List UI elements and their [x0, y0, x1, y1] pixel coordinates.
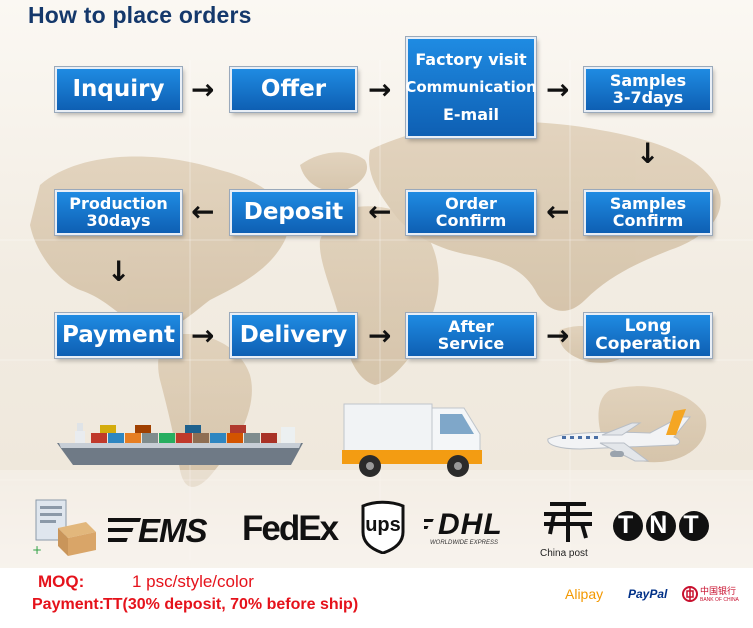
step-deposit: Deposit	[230, 190, 357, 235]
step-factory-visit: Factory visit Communication E-mail	[405, 37, 537, 138]
step-order-confirm-label-1: Order	[445, 193, 497, 213]
arrow-right-icon: →	[191, 73, 215, 106]
bank-of-china-logo: 中国银行	[700, 587, 737, 597]
step-samples: Samples 3-7days	[584, 67, 712, 112]
payment-terms-label: Payment:	[32, 596, 105, 613]
step-offer-label: Offer	[260, 76, 327, 103]
payment-terms-value: TT(30% deposit, 70% before ship)	[103, 596, 359, 613]
arrow-right-icon: →	[368, 319, 392, 352]
step-production-label-1: Production	[69, 193, 168, 213]
step-samples-label-2: 3-7days	[612, 87, 684, 107]
tnt-logo-text: TNT	[618, 511, 715, 539]
dhl-logo-text: DHL	[438, 508, 503, 541]
arrow-left-icon: ←	[368, 195, 392, 228]
arrow-left-icon: ←	[546, 195, 570, 228]
step-order-confirm: Order Confirm	[406, 190, 536, 235]
tnt-logo: TNT	[610, 508, 712, 544]
arrow-right-icon: →	[191, 319, 215, 352]
arrow-right-icon: →	[546, 319, 570, 352]
step-after-service-label-2: Service	[437, 333, 505, 353]
arrow-down-icon: ↓	[107, 255, 131, 288]
step-long-cooperation: Long Coperation	[584, 313, 712, 358]
step-inquiry-label: Inquiry	[72, 76, 165, 103]
step-samples-confirm-label-1: Samples	[609, 193, 687, 213]
step-production-label-2: 30days	[86, 210, 151, 230]
ems-logo: EMS	[108, 510, 218, 552]
step-inquiry: Inquiry	[55, 67, 182, 112]
step-order-confirm-label-2: Confirm	[435, 210, 507, 230]
ups-logo: ups	[360, 500, 406, 554]
step-long-cooperation-label-1: Long	[624, 315, 672, 336]
moq-value: 1 psc/style/color	[132, 572, 254, 591]
arrow-down-icon: ↓	[636, 137, 660, 170]
ems-logo-text: EMS	[138, 512, 208, 549]
arrow-right-icon: →	[546, 73, 570, 106]
package-documents-icon: +	[32, 499, 96, 557]
cargo-ship-icon	[57, 423, 303, 465]
fedex-logo-text: FedEx	[242, 509, 339, 548]
step-factory-visit-label-3: E-mail	[442, 104, 499, 124]
paypal-logo: PayPal	[628, 587, 668, 601]
arrow-right-icon: →	[368, 73, 392, 106]
step-payment: Payment	[55, 313, 182, 358]
step-offer: Offer	[230, 67, 357, 112]
fedex-logo: FedEx	[242, 509, 339, 549]
delivery-truck-icon	[342, 403, 482, 477]
bank-of-china-subtext: BANK OF CHINA	[700, 597, 739, 603]
dhl-logo: DHL WORLDWIDE EXPRESS	[424, 508, 529, 550]
arrow-left-icon: ←	[191, 195, 215, 228]
dhl-logo-subtext: WORLDWIDE EXPRESS	[430, 540, 499, 546]
moq-label: MOQ:	[38, 572, 85, 591]
ups-logo-text: ups	[365, 514, 401, 536]
step-delivery-label: Delivery	[239, 322, 348, 349]
bank-of-china-icon	[682, 586, 698, 602]
airplane-icon	[547, 409, 692, 462]
step-after-service-label-1: After	[448, 316, 494, 336]
step-samples-confirm: Samples Confirm	[584, 190, 712, 235]
step-delivery: Delivery	[230, 313, 357, 358]
step-deposit-label: Deposit	[243, 199, 344, 226]
svg-text:+: +	[32, 543, 42, 557]
china-post-logo-text: China post	[540, 548, 588, 559]
alipay-logo: Alipay	[565, 586, 604, 602]
step-after-service: After Service	[406, 313, 536, 358]
step-production: Production 30days	[55, 190, 182, 235]
china-post-logo: China post	[540, 498, 596, 564]
step-samples-label-1: Samples	[609, 70, 687, 90]
step-factory-visit-label-2: Communication	[405, 78, 537, 97]
payment-methods: Alipay PayPal 中国银行 BANK OF CHINA	[497, 568, 753, 628]
step-payment-label: Payment	[62, 322, 175, 349]
step-factory-visit-label-1: Factory visit	[415, 50, 527, 70]
page-title: How to place orders	[28, 2, 252, 28]
step-long-cooperation-label-2: Coperation	[595, 333, 701, 354]
step-samples-confirm-label-2: Confirm	[612, 210, 684, 230]
